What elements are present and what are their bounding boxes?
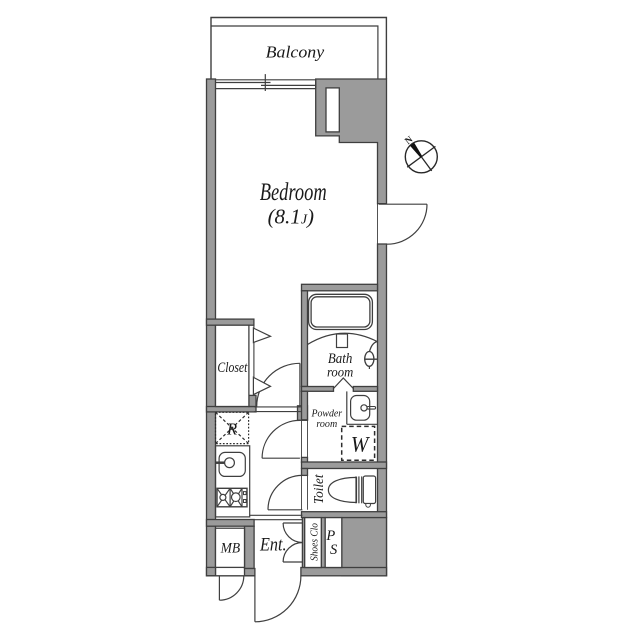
- svg-text:room: room: [316, 418, 337, 430]
- svg-text:Powder: Powder: [311, 408, 343, 420]
- svg-text:S: S: [330, 542, 338, 558]
- svg-text:Closet: Closet: [217, 360, 248, 376]
- svg-text:Balcony: Balcony: [266, 43, 325, 62]
- svg-text:R: R: [226, 419, 237, 438]
- svg-text:W: W: [351, 432, 370, 457]
- svg-text:room: room: [327, 366, 353, 381]
- svg-text:Ent.: Ent.: [259, 535, 286, 555]
- svg-text:N: N: [404, 135, 416, 147]
- svg-text:Bedroom: Bedroom: [260, 179, 327, 206]
- svg-text:MB: MB: [220, 541, 240, 557]
- svg-text:Shoes Clo: Shoes Clo: [308, 523, 320, 561]
- svg-text:Toilet: Toilet: [312, 473, 327, 504]
- svg-text:(8.1J): (8.1J): [268, 205, 314, 229]
- svg-text:P: P: [325, 528, 335, 544]
- svg-text:Bath: Bath: [328, 351, 352, 367]
